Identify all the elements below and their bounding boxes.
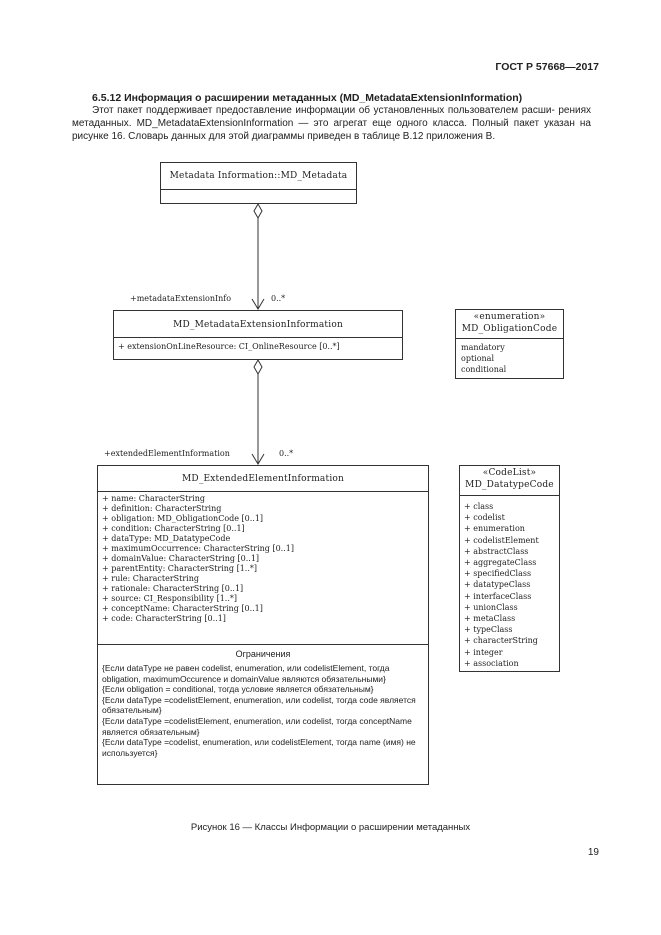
enum-literal: conditional	[461, 365, 507, 375]
uml-codelist-md-datatype-code: «CodeList» MD_DatatypeCode + class + cod…	[459, 465, 560, 672]
uml-enumeration-md-obligation-code: «enumeration» MD_ObligationCode mandator…	[455, 309, 564, 379]
class-divider	[460, 495, 559, 496]
association-role-label: +metadataExtensionInfo	[130, 294, 232, 303]
codelist-literal: + class	[464, 502, 494, 511]
aggregation-diamond	[253, 358, 263, 376]
class-attribute: + definition: CharacterString	[102, 504, 222, 513]
uml-class-md-metadata-extension-information: MD_MetadataExtensionInformation + extens…	[113, 310, 403, 360]
association-arrowhead	[251, 298, 265, 310]
enum-literal: mandatory	[461, 343, 505, 352]
class-attribute: + obligation: MD_ObligationCode [0..1]	[102, 514, 264, 523]
class-name: MD_ExtendedElementInformation	[181, 474, 345, 484]
codelist-literal: + interfaceClass	[464, 591, 532, 601]
enum-literal: optional	[461, 354, 495, 364]
class-name: MD_DatatypeCode	[465, 480, 554, 490]
association-arrowhead	[251, 453, 265, 465]
class-name: MD_MetadataExtensionInformation	[173, 320, 343, 330]
codelist-literal: + unionClass	[464, 602, 518, 612]
codelist-literal: + association	[464, 658, 519, 668]
association-multiplicity: 0..*	[271, 294, 286, 303]
association-multiplicity: 0..*	[279, 449, 294, 458]
constraint-item: {Если dataType =codelistElement, enumera…	[102, 715, 412, 737]
constraints-title: Ограничения	[235, 649, 291, 659]
enum-literals: mandatory optional conditional	[461, 342, 506, 376]
class-attribute: + parentEntity: CharacterString [1..*]	[102, 564, 258, 573]
class-attribute: + domainValue: CharacterString [0..1]	[102, 554, 260, 563]
codelist-literal: + metaClass	[464, 614, 516, 624]
class-attribute: + condition: CharacterString [0..1]	[102, 524, 245, 533]
uml-class-md-metadata: Metadata Information::MD_Metadata	[160, 162, 357, 204]
aggregation-diamond	[253, 202, 263, 220]
figure-caption: Рисунок 16 — Классы Информации о расшире…	[190, 822, 471, 833]
section-title: 6.5.12 Информация о расширении метаданны…	[92, 92, 523, 104]
codelist-literal: + typeClass	[464, 625, 513, 635]
class-attribute: + rationale: CharacterString [0..1]	[102, 584, 244, 593]
section-paragraph-text: Этот пакет поддерживает предоставление и…	[72, 105, 591, 142]
codelist-literal: + codelist	[464, 513, 505, 523]
class-stereotype: «CodeList»	[482, 468, 537, 478]
codelist-literal: + integer	[464, 647, 503, 657]
class-attribute: + maximumOccurrence: CharacterString [0.…	[102, 544, 294, 553]
constraints-list: {Если dataType не равен codelist, enumer…	[102, 663, 422, 758]
class-attribute: + code: CharacterString [0..1]	[102, 614, 226, 623]
class-stereotype: «enumeration»	[473, 312, 546, 322]
class-attribute: + name: CharacterString	[102, 494, 205, 503]
class-divider	[456, 338, 563, 339]
codelist-literal: + datatypeClass	[464, 580, 531, 590]
class-name: Metadata Information::MD_Metadata	[169, 171, 348, 181]
constraint-item: {Если dataType =codelistElement, enumera…	[102, 694, 416, 716]
codelist-literal: + codelistElement	[464, 535, 539, 545]
class-attributes: + name: CharacterString + definition: Ch…	[102, 494, 294, 624]
class-attribute: + extensionOnLineResource: CI_OnlineReso…	[118, 342, 340, 351]
class-name: MD_ObligationCode	[461, 324, 558, 334]
class-divider	[161, 189, 356, 190]
codelist-literal: + aggregateClass	[464, 558, 537, 568]
standard-header: ГОСТ Р 57668—2017	[495, 61, 599, 73]
constraints-divider	[98, 644, 428, 645]
class-attribute: + source: CI_Responsibility [1..*]	[102, 594, 237, 603]
codelist-literal: + specifiedClass	[464, 569, 532, 579]
uml-class-md-extended-element-information: MD_ExtendedElementInformation + name: Ch…	[97, 465, 429, 785]
constraint-item: {Если dataType =codelist, enumeration, и…	[102, 737, 416, 758]
class-attribute: + dataType: MD_DatatypeCode	[102, 534, 231, 543]
codelist-literals: + class + codelist + enumeration + codel…	[464, 501, 539, 669]
constraint-item: {Если dataType не равен codelist, enumer…	[102, 663, 390, 684]
association-role-label: +extendedElementInformation	[104, 449, 230, 458]
page-number: 19	[587, 847, 599, 858]
codelist-literal: + abstractClass	[464, 546, 529, 556]
section-paragraph: Этот пакет поддерживает предоставление и…	[72, 105, 591, 143]
class-attribute: + rule: CharacterString	[102, 574, 199, 583]
class-attribute: + conceptName: CharacterString [0..1]	[102, 604, 263, 613]
codelist-literal: + characterString	[464, 636, 538, 646]
constraint-item: {Если obligation = conditional, тогда ус…	[102, 684, 374, 695]
class-divider	[98, 491, 428, 492]
class-divider	[114, 337, 402, 338]
codelist-literal: + enumeration	[464, 524, 525, 534]
